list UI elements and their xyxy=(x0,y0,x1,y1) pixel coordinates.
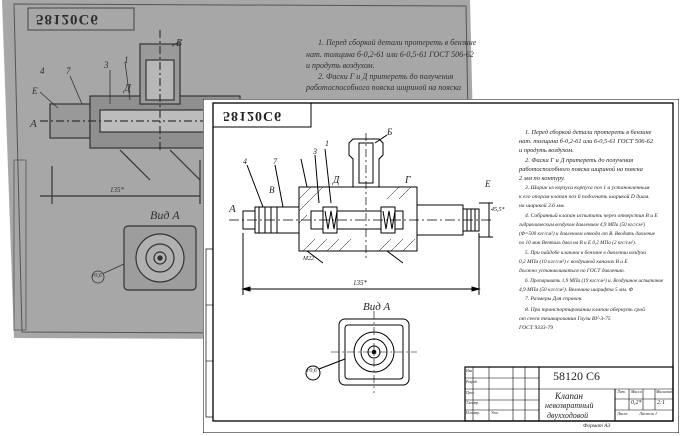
back-note-line: 2. Фаски Г и Д притереть до получения xyxy=(318,72,454,81)
back-part-label: Е xyxy=(32,86,38,96)
back-note-line: 1. Перед сборкой детали протереть в бенз… xyxy=(318,38,477,47)
front-part-label: 4 xyxy=(243,157,247,166)
title-row-label: Утв. xyxy=(491,411,499,415)
footer-format: Формат А3 xyxy=(583,423,611,429)
front-note-line: нат. толщина б-0,2-61 или 6-0,5-61 ГОСТ … xyxy=(519,138,654,145)
front-part-label: Б xyxy=(387,127,393,137)
front-note-line: (Ф=500 кгс/см²) и давлением отвода от В.… xyxy=(519,231,655,237)
back-part-label: Д xyxy=(124,82,131,94)
front-part-label: В xyxy=(269,185,275,195)
front-stamp-number: 58120С6 xyxy=(223,108,283,123)
title-row-label: Т.контр. xyxy=(466,401,480,405)
title-scale: 2:1 xyxy=(657,400,665,406)
front-note-line: 0,2 МПа (10 кгс/см²) с воздушной каналах… xyxy=(519,259,628,265)
back-part-label: 4 xyxy=(40,66,45,76)
back-stamp-number: 58120С6 xyxy=(36,11,99,27)
title-sheets: Листов 1 xyxy=(639,411,658,416)
front-note-line: гидравлическим воздухом давлением 4,9 МП… xyxy=(519,222,645,228)
back-note-line: нат. толщина б-0,2-61 или 6-0,5-61 ГОСТ … xyxy=(306,50,474,59)
title-row-label: Пров. xyxy=(466,391,475,395)
front-note-line: от сееся тешвирования Гаузи ВУ-3-75 xyxy=(519,316,611,322)
front-note-line: 7. Размеры Для справок. xyxy=(525,296,583,302)
back-part-label: 3 xyxy=(104,60,109,70)
title-col-scale: Масштаб xyxy=(656,389,674,394)
front-note-line: на шарикой 3.6 мм. xyxy=(519,203,565,209)
title-row-label: Разраб. xyxy=(466,380,478,384)
back-dim-detail: r0,6 xyxy=(92,273,102,279)
front-dim-overall: 135* xyxy=(353,279,367,287)
front-dim-height: 45,5* xyxy=(491,207,505,213)
back-part-label: А xyxy=(30,118,37,130)
front-note-line: к его опорам клапан поз 6 подогнать шари… xyxy=(519,194,650,200)
front-part-label: 3 xyxy=(313,147,317,156)
back-note-line: работоспособного пояска шириной на пояск… xyxy=(306,83,461,92)
back-dim-overall: 135* xyxy=(110,186,124,194)
front-part-label: 7 xyxy=(273,157,277,166)
front-dim-m: M22 xyxy=(303,256,314,262)
back-part-label: 7 xyxy=(66,66,71,76)
front-part-label: А xyxy=(229,203,236,215)
back-note-line: и продуть воздухом. xyxy=(306,61,375,70)
front-note-line: 5. При пайдобе клапана в бензине в давле… xyxy=(525,250,647,256)
front-part-label: 1 xyxy=(325,139,329,148)
title-name-line1: Клапан xyxy=(555,391,583,401)
back-view-label: Вид А xyxy=(150,208,180,222)
front-note-line: должно устанавливаться по ГОСТ давлению. xyxy=(519,268,625,274)
front-note-line: 2 мм по контуру. xyxy=(519,175,565,182)
front-note-line: 8. При транспортировании клапан обернуть… xyxy=(525,307,645,313)
front-drawing-sheet: 58120С6 1. Перед сборкой детали протерет… xyxy=(203,99,679,433)
title-col-lit: Лит. xyxy=(617,389,626,394)
front-part-label: Д xyxy=(333,175,340,186)
front-note-line: работоспособного пояска шириной на пояск… xyxy=(519,166,643,173)
front-note-line: и продуть воздухом. xyxy=(519,147,574,154)
front-note-line: по 10 мин Вентиль давл на В и Е 0,2 МПа … xyxy=(519,240,637,246)
front-note-line: 3. Шарик из корзуса корпуса поз 1 и уста… xyxy=(525,185,650,191)
front-dim-detail: r0,6 xyxy=(307,368,317,374)
front-note-line: 4. Собранный клапан испытать через отвер… xyxy=(525,213,658,219)
front-view-label: Вид А xyxy=(363,301,391,313)
title-mass: 0,2* xyxy=(631,400,642,406)
title-name-line3: двухходовой xyxy=(547,411,589,420)
title-row-label: Изм. xyxy=(466,369,474,373)
front-note-line: 2. Фаски Г и Д притереть до получения xyxy=(525,157,634,164)
front-note-line: 4,9 МПа (50 кгс/см²). Величина шарифта 5… xyxy=(519,287,633,293)
title-row-label: Н.контр. xyxy=(466,411,480,415)
back-part-label: Б xyxy=(176,38,182,49)
front-note-line: ГОСТ 9333-79 xyxy=(519,325,554,331)
title-doc-number: 58120 С6 xyxy=(553,369,601,383)
title-name-line2: невозвратный xyxy=(545,401,594,410)
back-part-label: 1 xyxy=(124,55,129,65)
front-note-line: 6. Пропаривать 1,9 МПа (19 кгс/см²) и. В… xyxy=(525,278,664,284)
title-sheet: Лист xyxy=(617,411,628,416)
front-part-label: Е xyxy=(485,179,491,189)
front-part-label: Г xyxy=(405,175,411,186)
title-col-mass: Масса xyxy=(631,389,642,394)
front-note-line: 1. Перед сборкой детали протереть в бенз… xyxy=(525,129,652,136)
